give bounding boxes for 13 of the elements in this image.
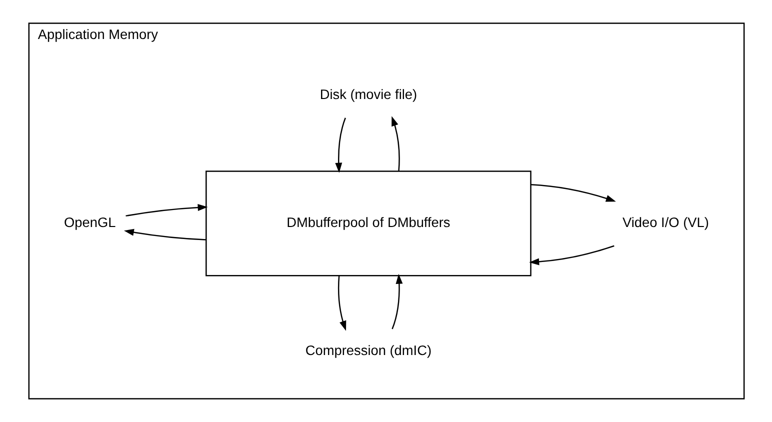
arrow [334, 118, 346, 173]
arrow [528, 245, 614, 266]
node-text: Compression (dmIC) [304, 343, 432, 358]
arrow [123, 228, 206, 240]
node-text: OpenGL [64, 214, 116, 230]
arrow [125, 204, 208, 217]
arrow [530, 184, 616, 202]
node-text: Disk (movie file) [319, 86, 417, 102]
node-box: DMbufferpool of DMbuffers [205, 170, 531, 276]
node-text: Video I/O (VL) [622, 214, 708, 230]
arrow [338, 276, 346, 331]
arrow [391, 274, 402, 330]
arrow [391, 116, 400, 171]
